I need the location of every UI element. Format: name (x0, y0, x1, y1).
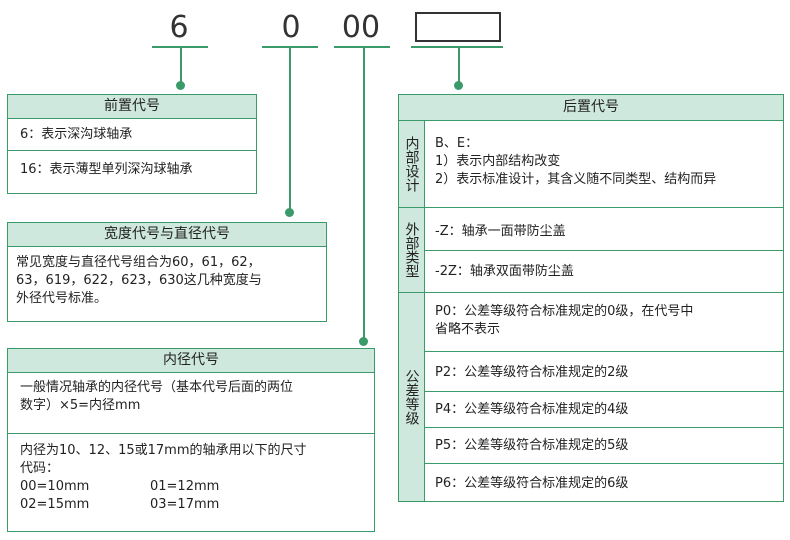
suffix-tolerance-p0-line: 省略不表示 (435, 322, 501, 337)
connector-width (289, 48, 291, 214)
width-diameter-line: 常见宽度与直径代号组合为60，61，62， (16, 255, 261, 270)
suffix-tolerance-label: 公差等级 (403, 369, 420, 425)
code-underline-3 (334, 46, 390, 48)
suffix-tolerance-row: P6：公差等级符合标准规定的6级 (435, 476, 629, 491)
code-digit-1: 6 (169, 10, 189, 45)
width-diameter-line: 63，619，622，623，630这几种宽度与 (16, 273, 262, 288)
connector-suffix (458, 48, 460, 86)
prefix-row-1: 6：表示深沟球轴承 (20, 127, 133, 142)
bore-code: 02=15mm (20, 497, 90, 512)
code-suffix-box (415, 12, 501, 42)
suffix-divider (425, 427, 783, 428)
connector-dot-bore (359, 337, 368, 346)
suffix-internal-label: 内部设计 (403, 136, 420, 192)
connector-dot-prefix (176, 81, 185, 90)
connector-dot-suffix (454, 81, 463, 90)
suffix-tolerance-label-cell: 公差等级 (399, 293, 425, 501)
bore-title: 内径代号 (8, 349, 374, 373)
suffix-tolerance-p0: P0：公差等级符合标准规定的0级，在代号中 省略不表示 (435, 303, 781, 339)
suffix-divider (425, 463, 783, 464)
suffix-tolerance-row: P4：公差等级符合标准规定的4级 (435, 402, 629, 417)
bore-detail: 内径为10、12、15或17mm的轴承用以下的尺寸 代码： 00=10mm 01… (8, 434, 374, 514)
code-underline-2 (262, 46, 318, 48)
suffix-tolerance-row: P5：公差等级符合标准规定的5级 (435, 438, 629, 453)
bore-code-row: 00=10mm 01=12mm (20, 478, 366, 496)
bore-detail-line: 内径为10、12、15或17mm的轴承用以下的尺寸 (20, 443, 307, 458)
prefix-divider (8, 150, 256, 151)
suffix-tolerance-row: P2：公差等级符合标准规定的2级 (435, 365, 629, 380)
width-diameter-title: 宽度代号与直径代号 (8, 223, 326, 247)
bore-intro: 一般情况轴承的内径代号（基本代号后面的两位 数字）×5=内径mm (8, 373, 374, 433)
prefix-box: 前置代号 6：表示深沟球轴承 16：表示薄型单列深沟球轴承 (7, 94, 257, 194)
suffix-internal-line: B、E： (435, 136, 479, 151)
bore-code: 00=10mm (20, 479, 90, 494)
suffix-divider (425, 351, 783, 352)
code-underline-1 (152, 46, 208, 48)
suffix-internal-line: 2）表示标准设计，其含义随不同类型、结构而异 (435, 172, 717, 187)
suffix-internal-text: B、E： 1）表示内部结构改变 2）表示标准设计，其含义随不同类型、结构而异 (435, 135, 781, 189)
suffix-divider (425, 391, 783, 392)
prefix-row-2: 16：表示薄型单列深沟球轴承 (20, 162, 193, 177)
width-diameter-box: 宽度代号与直径代号 常见宽度与直径代号组合为60，61，62， 63，619，6… (7, 222, 327, 322)
code-digit-2: 0 (281, 10, 301, 45)
bore-code-row: 02=15mm 03=17mm (20, 496, 366, 514)
bore-box: 内径代号 一般情况轴承的内径代号（基本代号后面的两位 数字）×5=内径mm 内径… (7, 348, 375, 532)
bore-intro-line: 数字）×5=内径mm (20, 398, 141, 413)
prefix-title: 前置代号 (8, 95, 256, 119)
suffix-external-row-2: -2Z：轴承双面带防尘盖 (435, 264, 574, 279)
suffix-external-label-cell: 外部类型 (399, 208, 425, 292)
suffix-divider (399, 292, 783, 293)
suffix-tolerance-p0-line: P0：公差等级符合标准规定的0级，在代号中 (435, 304, 694, 319)
bore-detail-line: 代码： (20, 461, 60, 476)
bore-intro-line: 一般情况轴承的内径代号（基本代号后面的两位 (20, 380, 294, 395)
width-diameter-text: 常见宽度与直径代号组合为60，61，62， 63，619，622，623，630… (8, 247, 326, 308)
bore-divider (8, 433, 374, 434)
suffix-internal-line: 1）表示内部结构改变 (435, 154, 561, 169)
width-diameter-line: 外径代号标准。 (16, 291, 108, 306)
suffix-divider (425, 250, 783, 251)
suffix-box: 后置代号 内部设计 B、E： 1）表示内部结构改变 2）表示标准设计，其含义随不… (398, 94, 784, 502)
code-digit-3: 00 (341, 10, 381, 45)
suffix-divider (399, 207, 783, 208)
suffix-internal-label-cell: 内部设计 (399, 121, 425, 207)
bore-code: 01=12mm (150, 479, 220, 494)
suffix-title: 后置代号 (399, 95, 783, 121)
connector-prefix (180, 48, 182, 86)
suffix-external-label: 外部类型 (403, 222, 420, 278)
bore-code: 03=17mm (150, 497, 220, 512)
connector-dot-width (285, 208, 294, 217)
suffix-external-row-1: -Z：轴承一面带防尘盖 (435, 224, 566, 239)
code-underline-4 (411, 46, 503, 48)
connector-bore (363, 48, 365, 342)
